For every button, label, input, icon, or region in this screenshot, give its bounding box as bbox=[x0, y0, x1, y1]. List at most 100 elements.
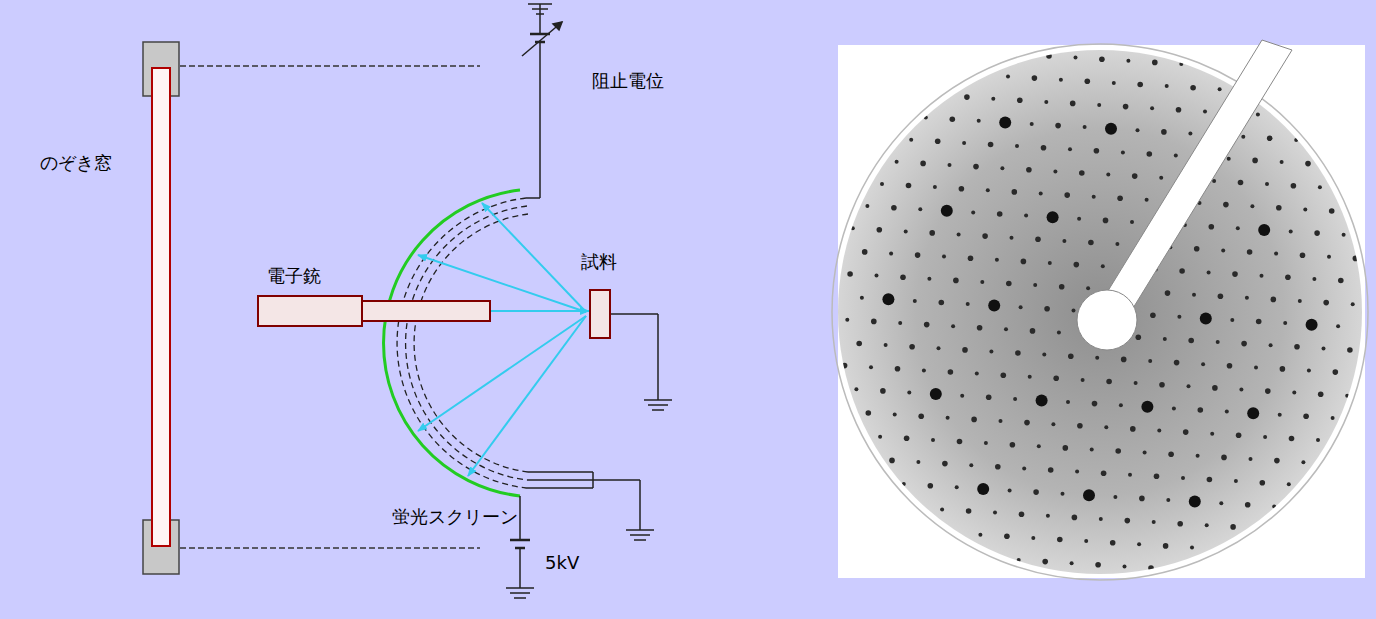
diffraction-spot bbox=[922, 368, 926, 372]
diffraction-spot bbox=[1351, 302, 1355, 306]
diffraction-spot bbox=[1041, 145, 1047, 151]
part-label: 阻止電位 bbox=[592, 70, 664, 92]
diffraction-spot bbox=[1166, 498, 1170, 502]
diffraction-spot bbox=[1117, 196, 1123, 202]
diffraction-spot bbox=[1301, 460, 1305, 464]
diffraction-spot bbox=[1106, 173, 1110, 177]
node-label: 試料 bbox=[581, 251, 617, 273]
diffraction-spot bbox=[946, 416, 950, 420]
diffraction-spot bbox=[1148, 359, 1152, 363]
diffraction-spot bbox=[1232, 271, 1238, 277]
diffraction-spot bbox=[909, 138, 913, 142]
diffraction-spot bbox=[882, 293, 894, 305]
diffraction-spot bbox=[1092, 195, 1096, 199]
diffraction-spot bbox=[1042, 559, 1048, 565]
diffraction-spot bbox=[1106, 379, 1112, 385]
diffraction-spot bbox=[1256, 319, 1262, 325]
diffraction-spot bbox=[1239, 388, 1243, 392]
diffraction-spot bbox=[851, 226, 855, 230]
diffraction-spot bbox=[1001, 372, 1007, 378]
diffraction-spot bbox=[1250, 204, 1254, 208]
diffraction-spot bbox=[862, 249, 868, 255]
diffraction-spot bbox=[968, 255, 974, 261]
diffraction-spot bbox=[1205, 523, 1209, 527]
diffraction-spot bbox=[1019, 305, 1023, 309]
diffraction-spot bbox=[1245, 502, 1251, 508]
grid bbox=[397, 198, 526, 488]
diffraction-spot bbox=[1312, 277, 1316, 281]
window-glass bbox=[152, 68, 170, 546]
diffraction-spot bbox=[895, 366, 901, 372]
diffraction-spot bbox=[1068, 353, 1074, 359]
diffraction-spot bbox=[999, 116, 1011, 128]
diffraction-spot bbox=[1097, 103, 1101, 107]
window-dash bbox=[180, 547, 480, 549]
diffraction-spot bbox=[1103, 218, 1109, 224]
diffraction-spot bbox=[1057, 331, 1061, 335]
diffraction-spot bbox=[1021, 259, 1027, 265]
diffraction-spot bbox=[1271, 297, 1277, 303]
diffraction-spot bbox=[1227, 157, 1231, 161]
diffraction-spot bbox=[904, 436, 910, 442]
diffraction-spot bbox=[1137, 542, 1141, 546]
photo-rim bbox=[832, 44, 1368, 580]
diffraction-spot bbox=[916, 460, 920, 464]
diffraction-spot bbox=[1234, 479, 1238, 483]
diffraction-spot bbox=[1238, 180, 1244, 186]
diffraction-spot bbox=[966, 508, 972, 514]
diffraction-spot bbox=[878, 435, 882, 439]
diffraction-spot bbox=[1342, 233, 1346, 237]
diffraction-spot bbox=[1323, 300, 1329, 306]
grid-ground-lead bbox=[526, 472, 654, 540]
diffraction-spot bbox=[1139, 496, 1145, 502]
diffraction-spot bbox=[989, 350, 993, 354]
diffraction-spot bbox=[1159, 382, 1165, 388]
diffraction-spot bbox=[937, 346, 941, 350]
diffraction-spot bbox=[1207, 477, 1213, 483]
diffraction-spot bbox=[1072, 515, 1078, 521]
diffraction-spot bbox=[1190, 85, 1196, 91]
electron-gun-shape bbox=[257, 295, 491, 327]
diffraction-spot bbox=[988, 300, 1000, 312]
diffraction-spot bbox=[973, 164, 979, 170]
diffraction-spot bbox=[1152, 520, 1156, 524]
diffraction-spot bbox=[966, 302, 970, 306]
diffraction-spot bbox=[1163, 337, 1167, 341]
diffraction-spot bbox=[1026, 167, 1032, 173]
diffraction-spot bbox=[1004, 534, 1010, 540]
diffraction-spot bbox=[1285, 275, 1291, 281]
diffraction-spot bbox=[941, 205, 953, 217]
diffraction-spot bbox=[1046, 53, 1052, 59]
diffraction-spot bbox=[845, 318, 849, 322]
diffraction-spot bbox=[1165, 84, 1169, 88]
retarding-supply bbox=[522, 4, 562, 198]
diffraction-spot bbox=[953, 278, 959, 284]
diffraction-spot bbox=[1039, 192, 1043, 196]
diffraction-spot bbox=[1241, 341, 1247, 347]
diffraction-spot bbox=[1274, 458, 1280, 464]
diffraction-spot bbox=[1272, 504, 1276, 508]
diffraction-spot bbox=[1015, 350, 1021, 356]
diffraction-spot bbox=[1019, 511, 1025, 517]
diffraction-spot bbox=[1318, 185, 1322, 189]
diffraction-spot bbox=[1053, 376, 1059, 382]
diffraction-spot bbox=[1192, 293, 1196, 297]
diffraction-spot bbox=[1101, 264, 1105, 268]
diffraction-spot bbox=[875, 274, 879, 278]
diffraction-spot bbox=[1219, 501, 1223, 505]
diffraction-spot bbox=[1329, 208, 1335, 214]
diffraction-spot bbox=[1196, 454, 1200, 458]
diffraction-spot bbox=[913, 299, 917, 303]
diffraction-spot bbox=[928, 483, 934, 489]
diffraction-spot bbox=[915, 252, 921, 258]
diffraction-spot bbox=[1294, 344, 1300, 350]
diffraction-spot bbox=[1053, 169, 1057, 173]
sample-holder: 試料 bbox=[589, 289, 611, 339]
diffraction-spot bbox=[889, 252, 893, 256]
diffraction-spot bbox=[1148, 565, 1154, 571]
diffraction-spot bbox=[1036, 395, 1048, 407]
diffraction-spot bbox=[959, 186, 965, 192]
diffraction-spot bbox=[1190, 545, 1194, 549]
diffraction-spot bbox=[1031, 536, 1035, 540]
